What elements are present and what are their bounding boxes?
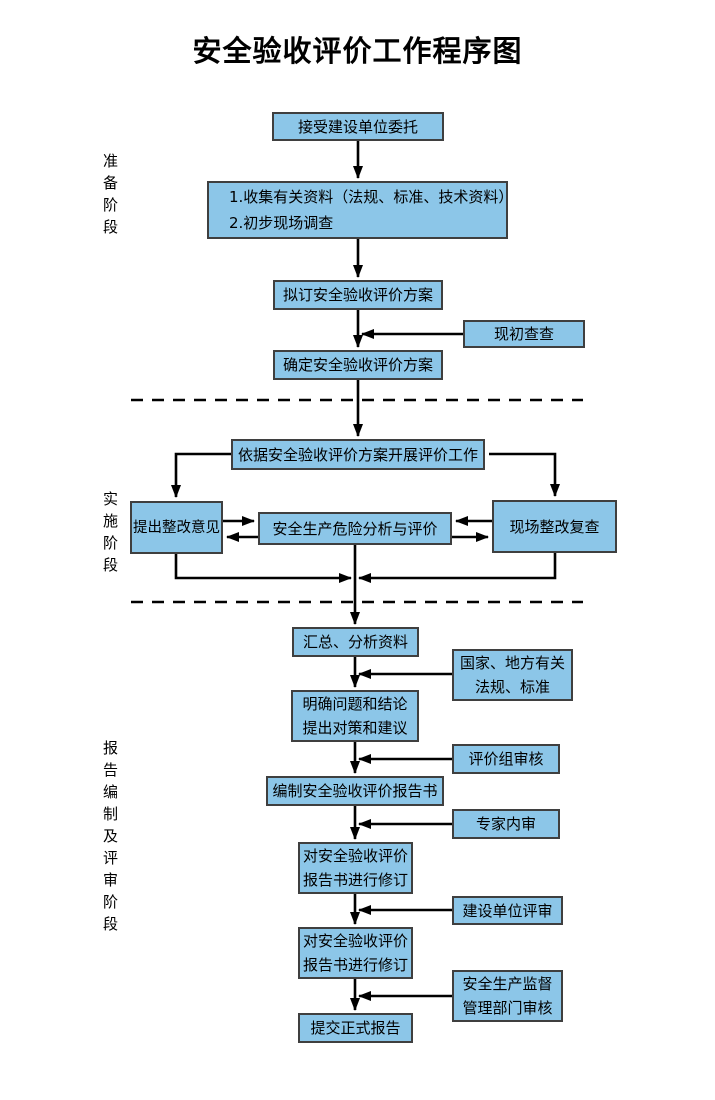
node-confirm-plan: 确定安全验收评价方案 [273,350,443,380]
node-carry-out-evaluation: 依据安全验收评价方案开展评价工作 [231,439,485,470]
node-laws-standards: 国家、地方有关 法规、标准 [452,649,573,701]
node-site-recheck: 现场整改复查 [492,500,617,553]
node-compile-report: 编制安全验收评价报告书 [266,776,444,806]
node-client-review: 建设单位评审 [452,896,563,925]
node-rectify-opinions: 提出整改意见 [130,501,223,554]
stage-label-reporting: 报告编制及评审阶段 [102,739,118,933]
arrow-rectify-to-mainline [174,554,352,583]
node-submit-report: 提交正式报告 [298,1013,413,1043]
node-summarize-data: 汇总、分析资料 [292,627,419,657]
node-authority-review: 安全生产监督 管理部门审核 [452,970,563,1022]
node-draft-plan: 拟订安全验收评价方案 [273,280,443,310]
arrow-sitecheck-to-mainline [358,553,557,583]
node-expert-review: 专家内审 [452,809,560,839]
stage-label-preparation: 准备阶段 [102,152,118,236]
node-clarify-issues: 明确问题和结论 提出对策和建议 [291,690,419,742]
page-title: 安全验收评价工作程序图 [192,34,523,68]
node-revise-report-2: 对安全验收评价 报告书进行修订 [298,927,413,979]
node-revise-report-1: 对安全验收评价 报告书进行修订 [298,842,413,894]
node-risk-analysis: 安全生产危险分析与评价 [258,512,452,545]
node-team-review: 评价组审核 [452,744,560,774]
arrow-carryout-to-rectify [171,452,231,498]
stage-label-implementation: 实施阶段 [102,490,118,574]
node-collect-materials: 1.收集有关资料（法规、标准、技术资料） 2.初步现场调查 [207,181,513,239]
node-accept-commission: 接受建设单位委托 [272,112,444,141]
node-initial-check: 现初查查 [463,320,585,348]
arrow-carryout-to-sitecheck [489,452,560,497]
